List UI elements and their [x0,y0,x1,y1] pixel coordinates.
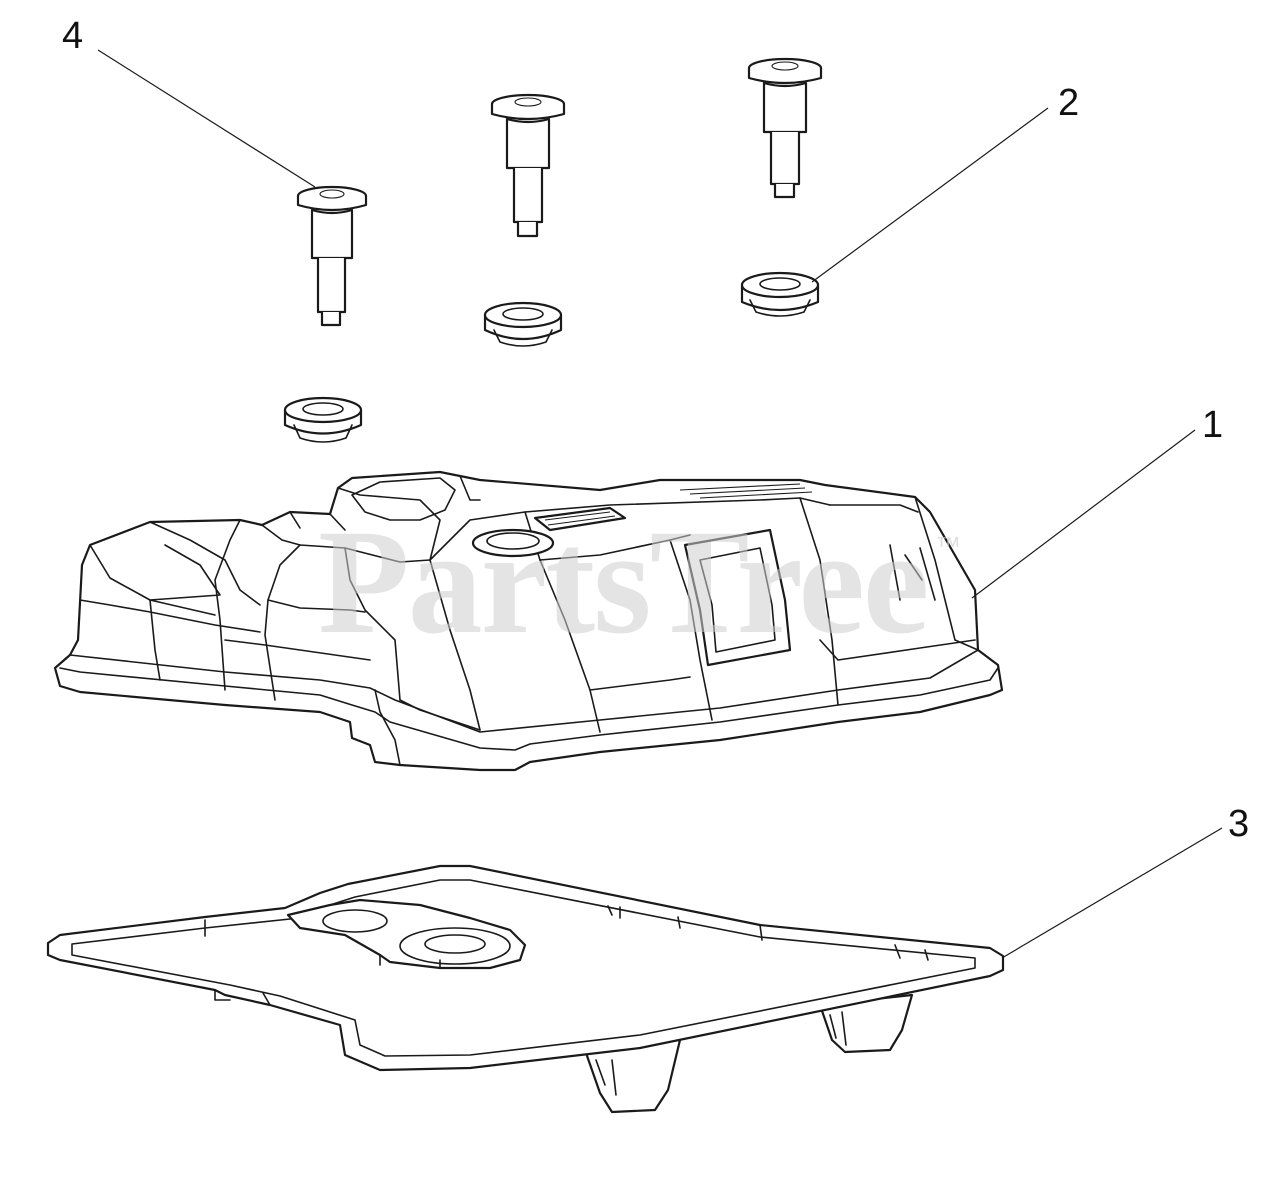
grommet-right[interactable] [740,271,820,317]
callout-4[interactable]: 4 [62,15,83,57]
grommet-middle[interactable] [483,301,563,347]
grommet-left[interactable] [283,396,363,443]
leader-line-1 [971,429,1196,599]
callout-1[interactable]: 1 [1202,404,1223,446]
svg-text:PartsTree: PartsTree [318,499,927,665]
svg-text:™: ™ [935,531,961,561]
watermark: PartsTree ™ [318,499,961,665]
bolt-right[interactable] [747,57,823,199]
bolt-left[interactable] [296,185,368,327]
leader-line-2 [811,107,1049,283]
callout-3[interactable]: 3 [1228,803,1249,845]
leader-line-4 [97,49,316,188]
gasket-drawing[interactable] [46,864,1005,1114]
callout-2[interactable]: 2 [1058,82,1079,124]
valve-cover-drawing[interactable] [53,470,1004,772]
leader-line-3 [1001,827,1223,959]
bolt-middle[interactable] [490,93,566,238]
